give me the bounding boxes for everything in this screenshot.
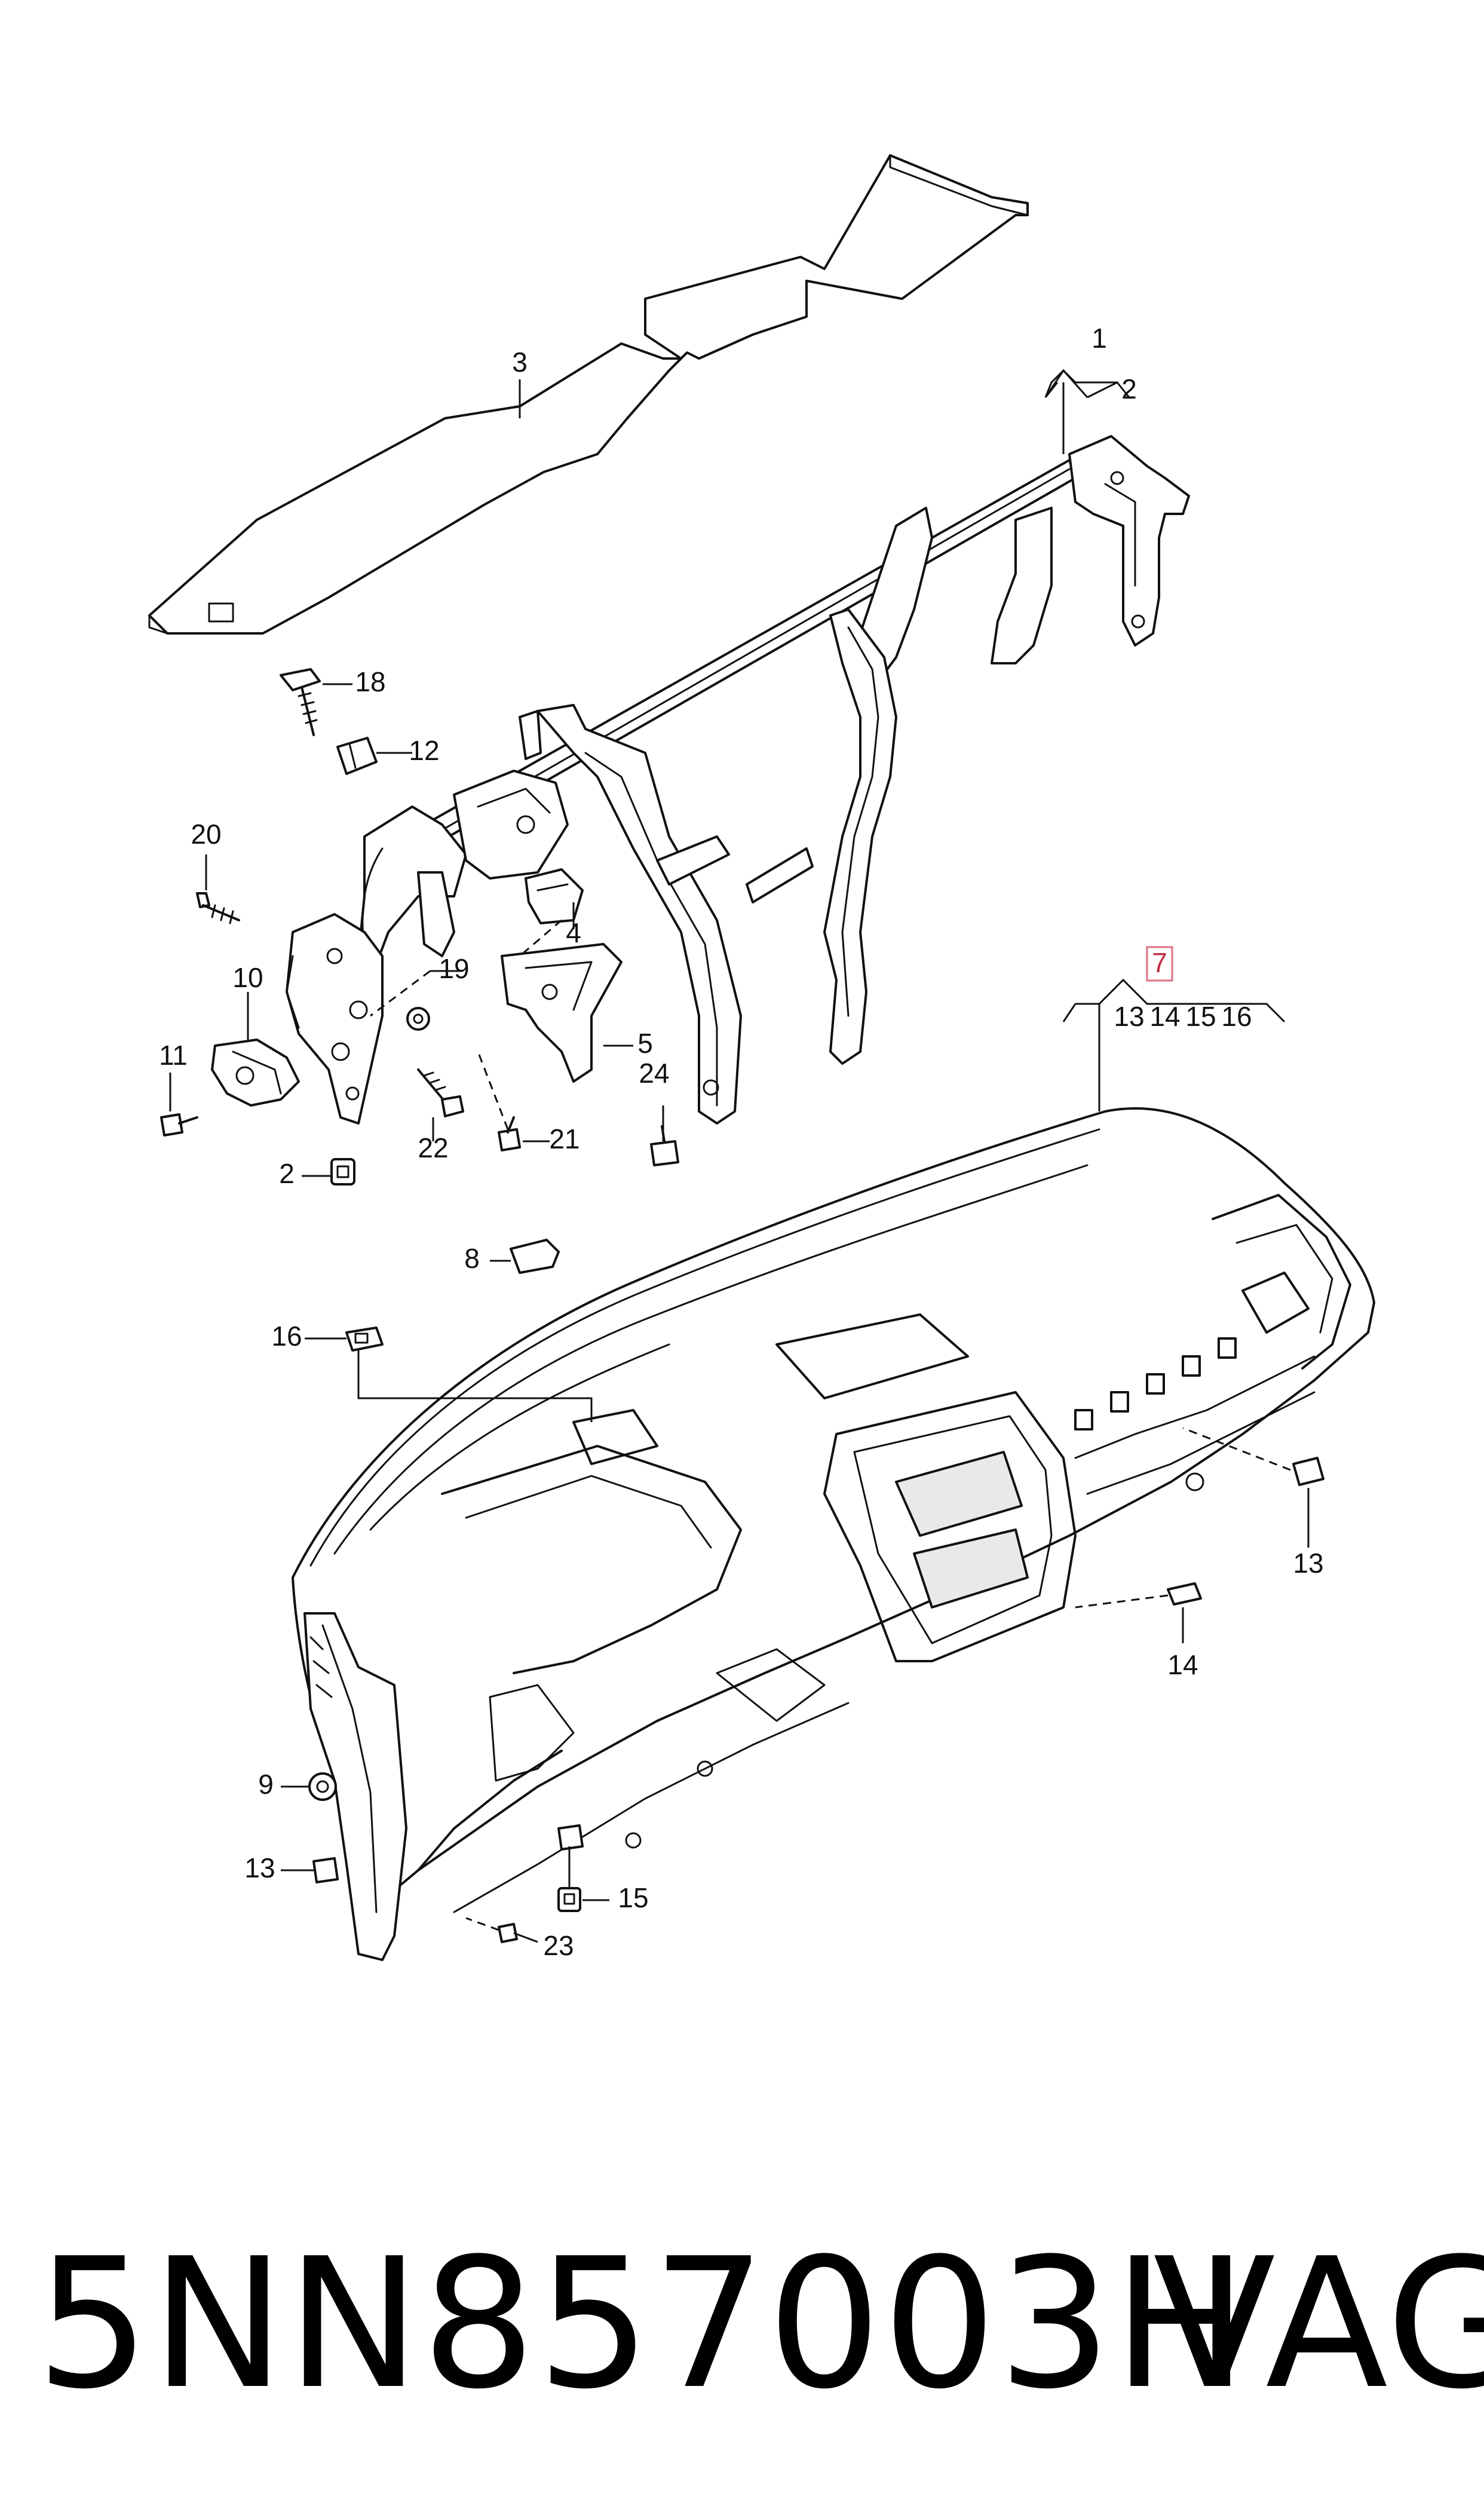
callout-4: 4 <box>566 917 581 948</box>
part-21-screw <box>498 1116 521 1151</box>
callout-20: 20 <box>191 819 221 850</box>
part-20-stud <box>196 892 240 924</box>
part-24-screw <box>650 1125 679 1166</box>
brand-caption: VAG <box>1153 2220 1484 2428</box>
callout-2-lower: 2 <box>279 1158 295 1189</box>
part-number-caption: 5NN857003H <box>36 2220 1249 2428</box>
callout-13-sub: 13 <box>1114 1001 1144 1032</box>
callout-23: 23 <box>543 1930 574 1961</box>
part-3-insulation-pad <box>148 154 1029 635</box>
part-1-cross-car-beam <box>286 435 1190 1125</box>
callout-14-sub: 14 <box>1149 1001 1180 1032</box>
callout-5: 5 <box>637 1028 653 1059</box>
part-8-clip <box>510 1239 560 1274</box>
callout-13-right: 13 <box>1293 1548 1323 1579</box>
part-13-clip-left <box>312 1857 339 1883</box>
part-12-clip <box>336 737 378 775</box>
callout-15: 15 <box>618 1882 648 1913</box>
callout-3: 3 <box>512 347 528 378</box>
part-5-bracket <box>501 943 623 1083</box>
callout-19: 19 <box>439 953 469 984</box>
callout-7: 7 <box>1152 947 1167 978</box>
callout-1: 1 <box>1091 323 1107 354</box>
callout-18: 18 <box>355 666 385 697</box>
part-10-motor-bracket <box>211 1039 300 1107</box>
part-11-screw <box>160 1113 198 1137</box>
leader-lines <box>169 369 1310 1943</box>
callout-labels: 1 2 3 18 12 20 10 11 2 19 22 4 5 21 24 7… <box>159 323 1323 1961</box>
callout-10: 10 <box>232 962 263 993</box>
part-18-bolt <box>280 668 321 736</box>
callout-13-left: 13 <box>244 1852 275 1883</box>
part-16-clip <box>345 1327 384 1352</box>
part-15-clip <box>557 1887 581 1912</box>
part-13-clip-right <box>1292 1457 1324 1486</box>
part-2-nut <box>330 1158 355 1186</box>
callout-24: 24 <box>639 1058 669 1089</box>
callout-7-highlight <box>1146 946 1173 982</box>
part-7-dashboard <box>292 1107 1375 1961</box>
part-9-grommet <box>308 1772 337 1801</box>
part-22-bolt <box>417 1068 464 1117</box>
callout-12: 12 <box>409 735 439 766</box>
callout-11: 11 <box>159 1040 188 1071</box>
callout-22: 22 <box>418 1132 448 1163</box>
callout-21: 21 <box>549 1123 580 1154</box>
callout-14: 14 <box>1167 1649 1198 1680</box>
part-14-clip <box>1167 1582 1202 1606</box>
part-23-screw <box>498 1923 518 1943</box>
part-19-nut <box>406 1007 430 1031</box>
callout-16-sub: 16 <box>1221 1001 1252 1032</box>
callout-16: 16 <box>271 1321 302 1352</box>
callout-15-sub: 15 <box>1185 1001 1216 1032</box>
callout-2-top: 2 <box>1121 373 1137 405</box>
callout-9: 9 <box>258 1769 274 1800</box>
callout-8: 8 <box>464 1243 480 1274</box>
